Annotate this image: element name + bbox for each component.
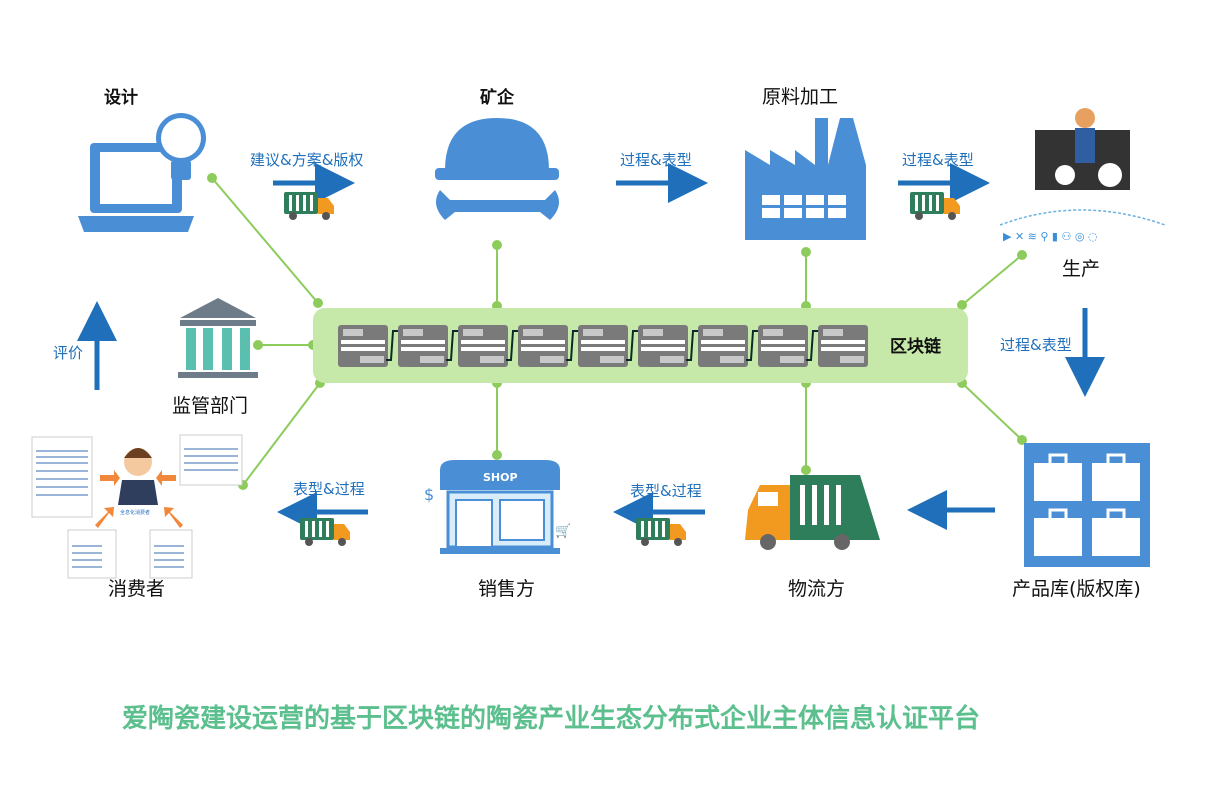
- truck-icon: [284, 192, 334, 220]
- chain-blocks: [338, 325, 868, 367]
- chain-block: [818, 325, 868, 367]
- flow-label-processing-production: 过程&表型: [902, 151, 974, 169]
- product-library-icon: [1024, 443, 1150, 567]
- chain-link: [386, 330, 400, 361]
- chain-link: [746, 330, 760, 361]
- consumer-profile-icon: 全息化消费者: [31, 434, 243, 579]
- svg-text:🛒: 🛒: [555, 523, 571, 539]
- chain-link: [626, 330, 640, 361]
- truck-icon: [300, 518, 350, 546]
- chain-block: [398, 325, 448, 367]
- svg-text:$: $: [424, 485, 434, 504]
- factory-icon: [745, 118, 866, 240]
- flow-label-consumer-design: 评价: [53, 344, 83, 362]
- chain-block: [638, 325, 688, 367]
- helmet-wrench-icon: [435, 118, 559, 220]
- chain-block: [458, 325, 508, 367]
- node-product-library: 产品库(版权库): [1012, 578, 1141, 600]
- truck-icon: [636, 518, 686, 546]
- chain-link: [566, 330, 580, 361]
- truck-icon: [910, 192, 960, 220]
- chain-link: [686, 330, 700, 361]
- node-processing: 原料加工: [762, 86, 838, 108]
- laptop-bulb-icon: [78, 113, 206, 232]
- blockchain-bar: 区块链: [313, 308, 968, 383]
- shop-sign: SHOP: [483, 471, 518, 484]
- shop-icon: SHOP $ 🛒: [424, 460, 571, 554]
- flow-label-seller-consumer: 表型&过程: [293, 480, 365, 498]
- chain-block: [578, 325, 628, 367]
- chain-block: [698, 325, 748, 367]
- flow-label-mining-processing: 过程&表型: [620, 151, 692, 169]
- svg-text:▶ ✕ ≋ ⚲ ▮ ⚇ ◎ ◌: ▶ ✕ ≋ ⚲ ▮ ⚇ ◎ ◌: [1003, 230, 1098, 243]
- chain-block: [758, 325, 808, 367]
- garbage-truck-icon: [745, 475, 880, 550]
- flow-label-production-library: 过程&表型: [1000, 336, 1072, 354]
- node-consumer: 消费者: [108, 578, 165, 600]
- flow-label-design-mining: 建议&方案&版权: [250, 151, 363, 169]
- chain-link: [506, 330, 520, 361]
- blockchain-label: 区块链: [890, 336, 942, 357]
- node-production: 生产: [1062, 258, 1100, 280]
- chain-block: [338, 325, 388, 367]
- government-building-icon: [178, 298, 258, 378]
- node-mining: 矿企: [480, 87, 515, 108]
- flow-arrows: [77, 163, 1105, 532]
- node-logistics: 物流方: [788, 578, 845, 600]
- node-seller: 销售方: [478, 578, 535, 600]
- consumer-caption: 全息化消费者: [120, 509, 150, 516]
- chain-block: [518, 325, 568, 367]
- chain-link: [806, 330, 820, 361]
- node-regulator: 监管部门: [172, 395, 248, 417]
- flow-label-logistics-seller: 表型&过程: [630, 482, 702, 500]
- page-title: 爱陶瓷建设运营的基于区块链的陶瓷产业生态分布式企业主体信息认证平台: [122, 703, 980, 734]
- robot-worker-icon: ▶ ✕ ≋ ⚲ ▮ ⚇ ◎ ◌: [999, 108, 1166, 243]
- node-design: 设计: [104, 87, 138, 108]
- chain-link: [446, 330, 460, 361]
